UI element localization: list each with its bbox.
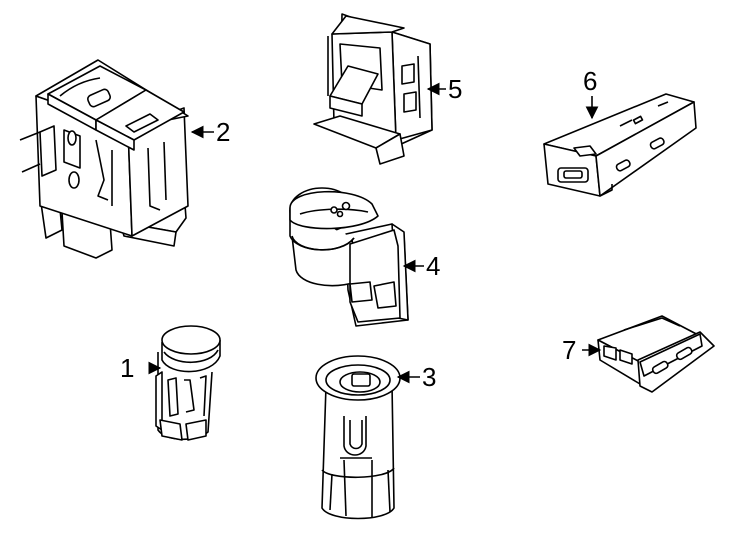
part-4-bracket-switch: [290, 188, 408, 326]
callout-label-5: 5: [448, 74, 462, 104]
callout-label-4: 4: [426, 251, 440, 281]
callout-label-7: 7: [562, 335, 576, 365]
callout-label-6: 6: [583, 66, 597, 96]
part-3-socket: [316, 356, 400, 519]
part-6-usb-module: [544, 94, 696, 196]
part-5-angled-switch: [314, 14, 432, 164]
part-1-push-switch: [156, 326, 220, 440]
part-7-small-usb-module: [598, 316, 714, 392]
part-2-double-switch: [20, 60, 188, 258]
callout-label-3: 3: [422, 362, 436, 392]
callout-label-2: 2: [216, 117, 230, 147]
callout-label-1: 1: [120, 353, 134, 383]
